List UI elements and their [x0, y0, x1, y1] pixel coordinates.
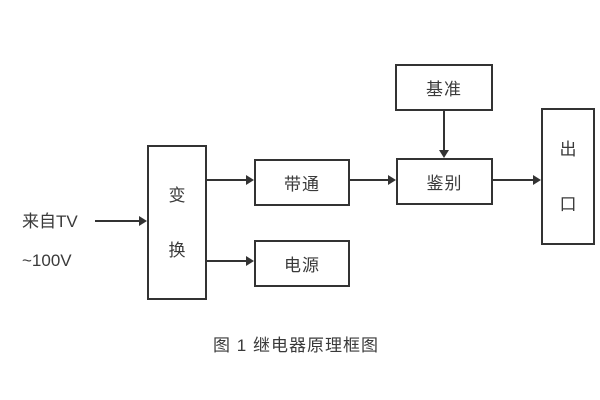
arrow-line — [443, 111, 445, 150]
block-power-label: 电源 — [284, 256, 320, 275]
arrow-line — [207, 179, 246, 181]
arrowhead-down-icon — [439, 150, 449, 158]
arrow-line — [95, 220, 139, 222]
block-discriminator: 鉴别 — [396, 158, 493, 205]
block-transform-label-char1: 变 — [168, 185, 186, 205]
arrow-line — [350, 179, 388, 181]
figure-caption: 图 1 继电器原理框图 — [213, 336, 379, 355]
block-reference-label: 基准 — [426, 80, 462, 99]
arrowhead-right-icon — [533, 175, 541, 185]
arrow-line — [207, 260, 246, 262]
input-source-line1: 来自TV — [22, 212, 78, 231]
block-bandpass-label: 带通 — [284, 175, 320, 194]
block-output-label-char2: 口 — [559, 194, 577, 214]
block-reference: 基准 — [395, 64, 493, 111]
input-source-label: 来自TV ~100V — [22, 202, 78, 280]
block-discriminator-label: 鉴别 — [426, 174, 463, 193]
arrow-line — [493, 179, 533, 181]
arrowhead-right-icon — [388, 175, 396, 185]
block-power: 电源 — [254, 240, 350, 287]
block-output: 出 口 — [541, 108, 595, 245]
arrowhead-right-icon — [246, 256, 254, 266]
input-source-line2: ~100V — [22, 251, 72, 270]
block-transform-label-char2: 换 — [168, 240, 186, 260]
block-output-label-char1: 出 — [559, 139, 577, 159]
block-bandpass: 带通 — [254, 159, 350, 206]
arrowhead-right-icon — [246, 175, 254, 185]
arrowhead-right-icon — [139, 216, 147, 226]
block-transform: 变 换 — [147, 145, 207, 300]
